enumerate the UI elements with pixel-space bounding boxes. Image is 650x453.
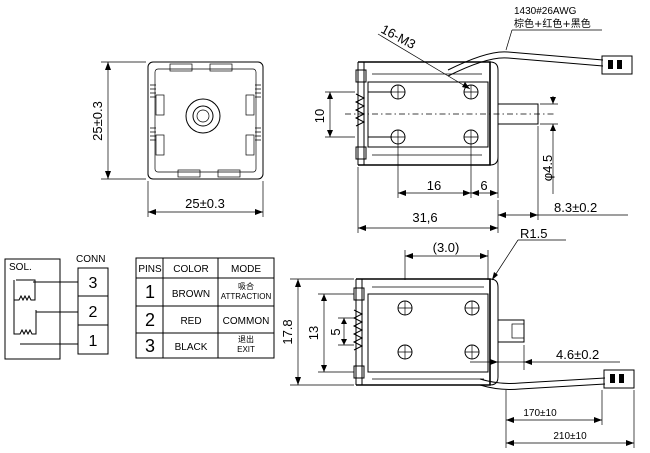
bottom-dim-4-6: 4.6±0.2 xyxy=(556,347,599,362)
ref-dim-label: (3.0) xyxy=(433,240,460,255)
side-screw-holes xyxy=(390,84,479,145)
pin-row-1-pin: 1 xyxy=(145,282,155,302)
wire-spec-label: 1430#26AWG xyxy=(514,6,577,17)
pin-row-2-mode: COMMON xyxy=(223,316,270,327)
pin-row-3-mode-cn: 退出 xyxy=(238,334,254,344)
conn-label: CONN xyxy=(76,254,105,265)
pin-row-1-mode: ATTRACTION xyxy=(221,292,272,301)
schematic: SOL. CONN 3 2 1 xyxy=(4,254,109,360)
front-inner-outline xyxy=(154,68,257,173)
conn-pin-2: 2 xyxy=(89,304,98,321)
side-dim-shaft: φ4.5 xyxy=(540,155,555,182)
wire-colors-label: 棕色+红色+黑色 xyxy=(514,17,591,30)
conn-pin-3: 3 xyxy=(89,275,98,292)
side-dim-16: 16 xyxy=(427,178,441,193)
pin-row-1-mode-cn: 吸合 xyxy=(238,281,254,291)
thread-label: 16-M3 xyxy=(379,21,419,52)
side-dim-10: 10 xyxy=(312,109,327,123)
front-body-outline xyxy=(147,61,264,180)
front-view: 25±0.3 25±0.3 xyxy=(90,61,264,217)
pin-row-3-mode: EXIT xyxy=(237,345,255,354)
pin-table-header-mode: MODE xyxy=(231,264,261,275)
pin-row-2-color: RED xyxy=(180,316,201,327)
pin-table-header-pins: PINS xyxy=(138,264,162,275)
front-dim-width: 25±0.3 xyxy=(185,196,225,211)
conn-pin-1: 1 xyxy=(89,333,98,350)
pin-row-1-color: BROWN xyxy=(172,289,210,300)
pin-row-3-pin: 3 xyxy=(145,336,155,356)
sol-label: SOL. xyxy=(9,262,32,273)
side-dim-length: 31,6 xyxy=(412,210,437,225)
front-plunger-inner xyxy=(192,105,214,127)
pin-row-3-color: BLACK xyxy=(175,342,208,353)
pin-row-2-pin: 2 xyxy=(145,310,155,330)
front-plunger-outer xyxy=(185,98,221,134)
sol-box xyxy=(4,258,61,360)
radius-label: R1.5 xyxy=(520,226,547,241)
bottom-dim-210: 210±10 xyxy=(553,431,587,442)
bottom-dim-5: 5 xyxy=(328,328,343,335)
pin-table-header-color: COLOR xyxy=(173,264,209,275)
front-dim-height: 25±0.3 xyxy=(90,101,105,141)
bottom-screw-holes xyxy=(397,300,480,360)
pin-table: PINS COLOR MODE 1 BROWN 吸合 ATTRACTION 2 … xyxy=(135,257,275,359)
bottom-dim-170: 170±10 xyxy=(523,408,557,419)
conn-box xyxy=(77,267,109,355)
bottom-view: (3.0) R1.5 17.8 13 5 4.6±0.2 170±10 210±… xyxy=(280,226,635,448)
side-dim-stroke: 8.3±0.2 xyxy=(554,200,597,215)
side-view: 1430#26AWG 棕色+红色+黑色 16-M3 10 16 6 φ4.5 3… xyxy=(312,6,633,233)
side-dim-6: 6 xyxy=(480,178,487,193)
bottom-dim-17-8: 17.8 xyxy=(280,319,295,344)
side-frame xyxy=(358,61,491,166)
bottom-frame xyxy=(356,278,491,386)
bottom-dim-13: 13 xyxy=(306,326,321,340)
